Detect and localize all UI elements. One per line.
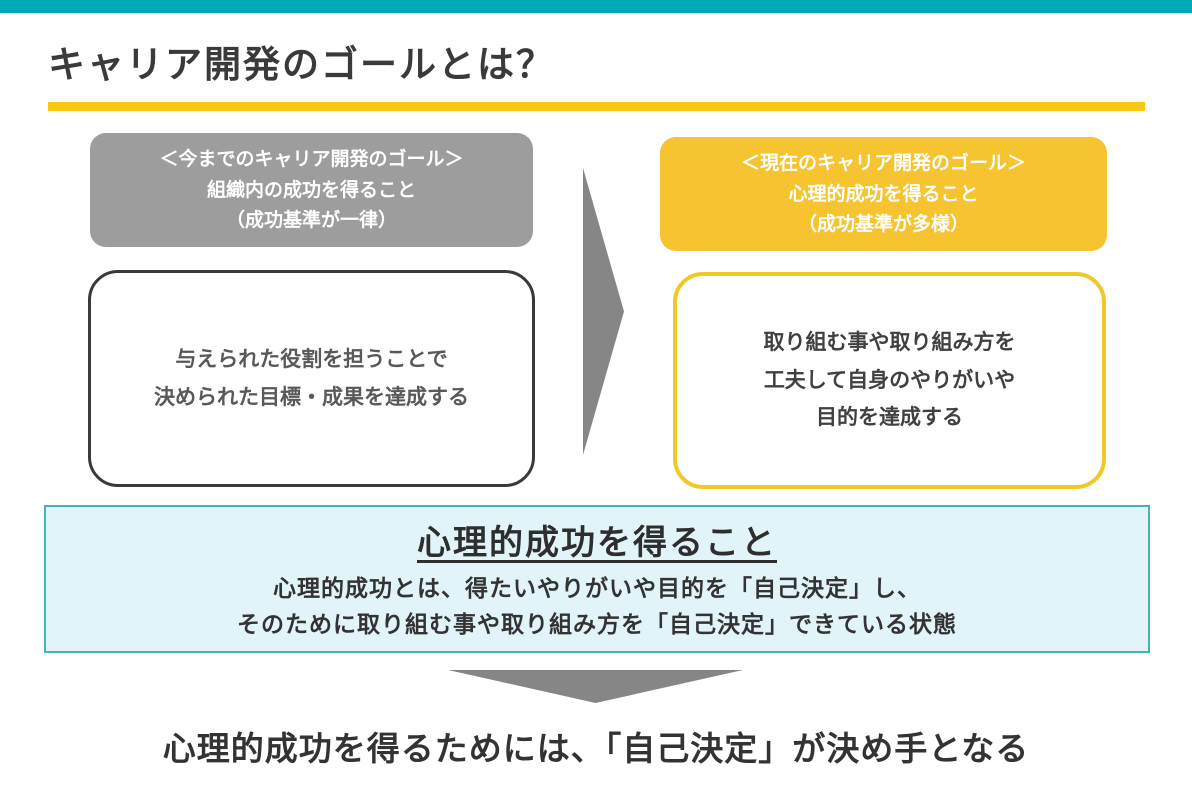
right-arrow-icon — [583, 168, 624, 455]
conclusion-text: 心理的成功を得るためには、「自己決定」が決め手となる — [162, 729, 1030, 768]
present-goal-header-line: 心理的成功を得ること — [788, 182, 979, 205]
psychological-success-summary-box: 心理的成功を得ること 心理的成功とは、得たいやりがいや目的を「自己決定」し、 そ… — [44, 505, 1150, 653]
past-goal-header-line: （成功基準が一律） — [225, 209, 397, 232]
present-goal-detail-line: 工夫して自身のやりがいや — [763, 367, 1016, 392]
title-underline-bar — [48, 102, 1145, 111]
past-goal-header-line: ＜今までのキャリア開発のゴール＞ — [159, 148, 464, 171]
top-accent-bar — [0, 0, 1192, 13]
past-goal-header-box: ＜今までのキャリア開発のゴール＞ 組織内の成功を得ること （成功基準が一律） — [90, 133, 533, 247]
present-goal-detail-line: 目的を達成する — [816, 405, 963, 430]
past-goal-header-line: 組織内の成功を得ること — [206, 178, 416, 201]
present-goal-header-line: ＜現在のキャリア開発のゴール＞ — [740, 152, 1026, 175]
page-title: キャリア開発のゴールとは？ — [48, 43, 555, 86]
summary-line: 心理的成功とは、得たいやりがいや目的を「自己決定」し、 — [273, 576, 921, 602]
past-goal-detail-box: 与えられた役割を担うことで 決められた目標・成果を達成する — [88, 270, 535, 487]
down-arrow-icon — [448, 670, 743, 703]
present-goal-header-line: （成功基準が多様） — [797, 213, 969, 236]
present-goal-detail-box: 取り組む事や取り組み方を 工夫して自身のやりがいや 目的を達成する — [673, 272, 1106, 489]
past-goal-detail-line: 与えられた役割を担うことで — [175, 346, 448, 371]
present-goal-header-box: ＜現在のキャリア開発のゴール＞ 心理的成功を得ること （成功基準が多様） — [660, 137, 1107, 251]
summary-heading: 心理的成功を得ること — [417, 523, 777, 563]
present-goal-detail-line: 取り組む事や取り組み方を — [763, 329, 1016, 354]
past-goal-detail-line: 決められた目標・成果を達成する — [154, 384, 469, 409]
summary-line: そのために取り組む事や取り組み方を「自己決定」できている状態 — [237, 611, 957, 638]
